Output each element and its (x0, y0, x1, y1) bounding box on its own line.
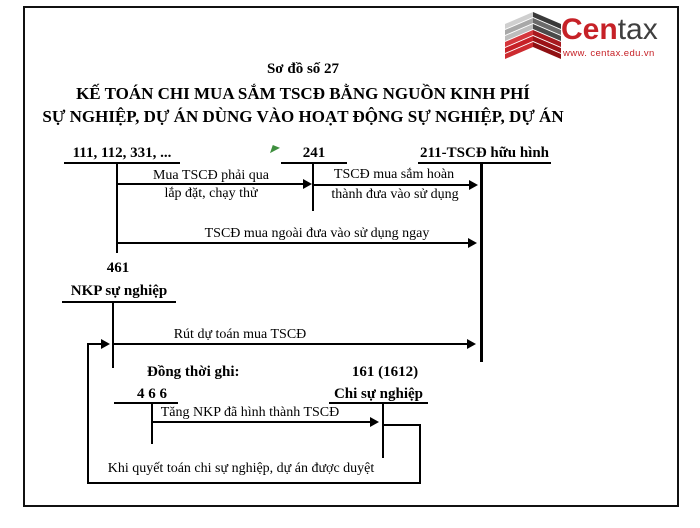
flow-completed-line (314, 184, 470, 186)
settlement-loop-bottom-line (87, 482, 421, 484)
account-111-stem (116, 164, 118, 253)
flow-increase-fund-arrowhead-icon (370, 417, 379, 427)
account-461-stem (112, 303, 114, 368)
scheme-number: Sơ đồ số 27 (266, 61, 340, 77)
account-461-name: NKP sự nghiệp (70, 283, 168, 299)
settlement-loop-right-line (419, 424, 421, 484)
account-161-number: 161 (1612) (351, 364, 419, 380)
flow-completed-line1: TSCĐ mua sắm hoàn (333, 167, 455, 182)
account-111-underline (64, 162, 180, 164)
flow-direct-use-label: TSCĐ mua ngoài đưa vào sử dụng ngay (204, 226, 430, 241)
flow-settlement-label: Khi quyết toán chi sự nghiệp, dự án được… (107, 461, 375, 476)
centax-logo-icon (505, 12, 561, 59)
logo-text-tax: tax (617, 13, 658, 46)
flow-completed-arrowhead-icon (469, 180, 478, 190)
account-461-underline (62, 301, 176, 303)
account-211-underline (418, 162, 551, 164)
account-161-underline (329, 402, 428, 404)
account-161-stem (382, 404, 384, 458)
account-466-stem (151, 404, 153, 444)
logo-text-cen: Cen (561, 13, 618, 46)
flow-purchase-install-line2: lắp đặt, chạy thử (164, 186, 258, 201)
page-border (23, 6, 679, 507)
flow-withdraw-estimate-label: Rút dự toán mua TSCĐ (173, 327, 307, 342)
flow-purchase-install-arrowhead-icon (303, 179, 312, 189)
account-211-label: 211-TSCĐ hữu hình (419, 145, 550, 161)
settlement-loop-top-connector (384, 424, 421, 426)
account-211-stem (480, 164, 483, 362)
page-title-line2: SỰ NGHIỆP, DỰ ÁN DÙNG VÀO HOẠT ĐỘNG SỰ N… (42, 107, 564, 126)
logo-url: www. centax.edu.vn (563, 48, 655, 59)
flow-purchase-install-line1: Mua TSCĐ phải qua (152, 168, 269, 183)
simultaneous-note: Đồng thời ghi: (147, 364, 240, 380)
account-461-number: 461 (106, 260, 130, 276)
flow-withdraw-estimate-arrowhead-icon (467, 339, 476, 349)
account-111-112-331-label: 111, 112, 331, ... (72, 145, 172, 161)
flow-completed-line2: thành đưa vào sử dụng (331, 187, 459, 202)
centax-logo: Centax www. centax.edu.vn (505, 10, 677, 62)
flow-withdraw-estimate-line (114, 343, 469, 345)
flow-direct-use-line (118, 242, 470, 244)
account-241-stem (312, 164, 314, 211)
account-241-label: 241 (302, 145, 326, 161)
settlement-loop-entry-line (88, 343, 103, 345)
flow-purchase-install-line (118, 183, 304, 185)
account-466-underline (114, 402, 178, 404)
settlement-loop-entry-arrowhead-icon (101, 339, 110, 349)
account-161-name: Chi sự nghiệp (333, 386, 424, 402)
flow-direct-use-arrowhead-icon (468, 238, 477, 248)
flow-increase-fund-label: Tăng NKP đã hình thành TSCĐ (160, 405, 340, 420)
page-title-line1: KẾ TOÁN CHI MUA SẮM TSCĐ BẰNG NGUỒN KINH… (76, 84, 530, 103)
account-466-label: 4 6 6 (137, 386, 167, 402)
flow-increase-fund-line (153, 421, 372, 423)
settlement-loop-left-line (87, 343, 89, 484)
account-241-underline (281, 162, 347, 164)
green-corner-marker-icon (270, 145, 280, 154)
logo-wordmark: Centax (561, 14, 658, 46)
